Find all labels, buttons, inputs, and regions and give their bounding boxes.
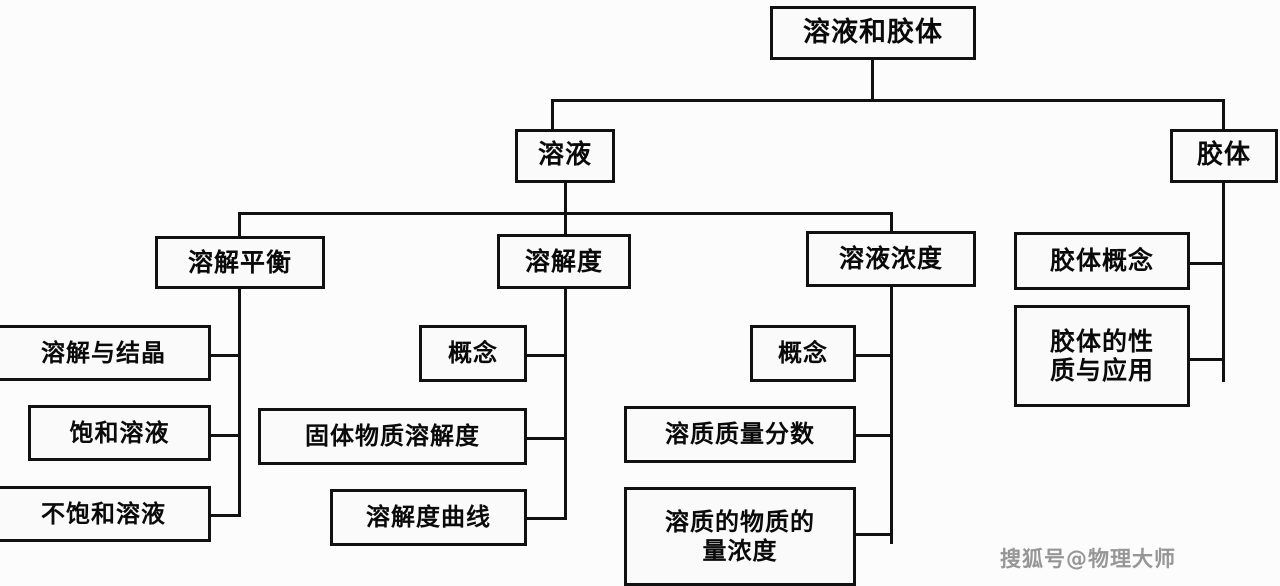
connector-branch-saturated (211, 434, 241, 437)
connector-root-stem (871, 58, 874, 100)
node-label: 溶解与结晶 (41, 338, 166, 367)
connector-drop-dissolution-equilibrium (238, 212, 241, 237)
node-saturated-solution[interactable]: 饱和溶液 (28, 405, 211, 461)
connector-drop-solution (551, 99, 554, 130)
node-label: 溶解平衡 (187, 247, 292, 277)
node-label: 溶液 (537, 140, 592, 171)
node-colloid-concept[interactable]: 胶体概念 (1014, 232, 1190, 290)
watermark: 搜狐号@物理大师 (1000, 547, 1176, 571)
node-colloid-properties-and-applications[interactable]: 胶体的性 质与应用 (1014, 305, 1190, 407)
node-dissolve-and-crystallize[interactable]: 溶解与结晶 (0, 325, 211, 381)
connector-drop-colloid (1222, 99, 1225, 130)
connector-spine-colloid (1222, 182, 1225, 382)
connector-drop-concentration (890, 212, 893, 237)
connector-spine-concentration (890, 286, 893, 544)
connector-branch-solubility-concept (527, 354, 567, 357)
connector-branch-colloid-concept (1189, 262, 1225, 265)
connector-spine-solubility (564, 288, 567, 520)
connector-branch-mass-fraction (856, 434, 893, 437)
node-label: 胶体概念 (1049, 246, 1154, 275)
node-solution-concentration[interactable]: 溶液浓度 (806, 231, 976, 287)
node-concentration-concept[interactable]: 概念 (750, 325, 856, 382)
connector-drop-solubility (564, 212, 567, 237)
connector-branch-molar-concentration (856, 533, 893, 536)
node-label-line1: 胶体的性 (1049, 326, 1154, 356)
connector-level2-bus (551, 99, 1225, 102)
node-solution[interactable]: 溶液 (515, 129, 615, 183)
connector-branch-colloid-properties (1189, 358, 1225, 361)
node-root-solution-and-colloid[interactable]: 溶液和胶体 (770, 6, 976, 60)
connector-spine-dissolution-equilibrium (238, 288, 241, 517)
node-label: 不饱和溶液 (41, 499, 166, 528)
node-solute-mass-fraction[interactable]: 溶质质量分数 (624, 406, 856, 463)
node-label: 溶液和胶体 (803, 16, 943, 48)
connector-branch-unsaturated (211, 514, 241, 517)
node-dissolution-equilibrium[interactable]: 溶解平衡 (155, 236, 325, 289)
node-label: 概念 (448, 339, 498, 368)
node-label: 胶体 (1196, 140, 1251, 171)
node-solute-molar-concentration[interactable]: 溶质的物质的 量浓度 (624, 487, 856, 586)
node-label: 固体物质溶解度 (305, 422, 480, 451)
node-label: 溶解度曲线 (366, 503, 491, 532)
node-label-line2: 质与应用 (1049, 356, 1154, 385)
node-unsaturated-solution[interactable]: 不饱和溶液 (0, 486, 211, 542)
node-label: 概念 (778, 339, 828, 368)
connector-branch-solid-solubility (527, 437, 567, 440)
node-label: 溶液浓度 (838, 244, 943, 273)
connector-branch-concentration-concept (856, 354, 893, 357)
node-label-line2: 量浓度 (702, 536, 778, 565)
connector-branch-solubility-curve (527, 517, 567, 520)
node-label: 溶解度 (524, 246, 603, 276)
node-solubility-curve[interactable]: 溶解度曲线 (330, 489, 527, 546)
node-label: 饱和溶液 (69, 418, 170, 447)
connector-solution-stem (564, 182, 567, 213)
connector-branch-dissolve-crystallize (211, 354, 241, 357)
node-solid-substance-solubility[interactable]: 固体物质溶解度 (258, 408, 527, 465)
node-solubility-concept[interactable]: 概念 (419, 325, 527, 382)
node-label-line1: 溶质的物质的 (665, 508, 815, 537)
node-label: 溶质质量分数 (665, 420, 815, 449)
node-solubility[interactable]: 溶解度 (497, 234, 631, 289)
node-colloid[interactable]: 胶体 (1170, 129, 1278, 183)
